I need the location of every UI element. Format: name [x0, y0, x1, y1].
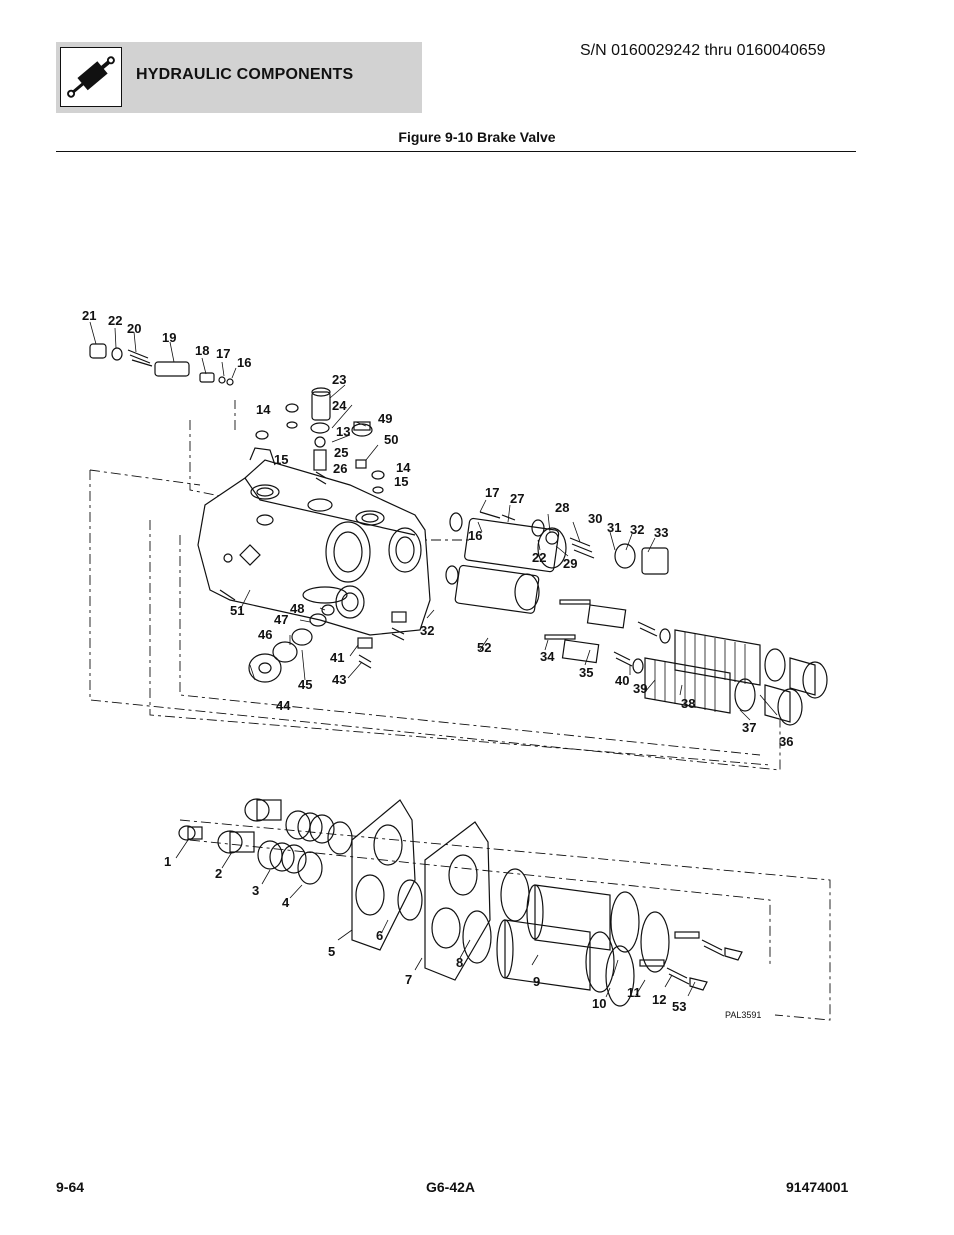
- callout-14b: 14: [396, 460, 411, 475]
- callout-2: 2: [215, 866, 222, 881]
- callout-1: 1: [164, 854, 171, 869]
- callout-32b: 32: [420, 623, 434, 638]
- callout-22b: 22: [532, 550, 546, 565]
- callout-32: 32: [630, 522, 644, 537]
- callout-46: 46: [258, 627, 272, 642]
- page-number: 9-64: [56, 1179, 85, 1195]
- callout-4: 4: [282, 895, 290, 910]
- callout-30: 30: [588, 511, 602, 526]
- callout-17b: 17: [485, 485, 499, 500]
- callout-52: 52: [477, 640, 491, 655]
- callout-5: 5: [328, 944, 335, 959]
- callout-41: 41: [330, 650, 344, 665]
- callout-28: 28: [555, 500, 569, 515]
- manual-part-number: 91474001: [786, 1179, 849, 1195]
- callout-50: 50: [384, 432, 398, 447]
- callout-29: 29: [563, 556, 577, 571]
- callout-3: 3: [252, 883, 259, 898]
- serial-number-range: S/N 0160029242 thru 0160040659: [580, 42, 826, 59]
- callout-43: 43: [332, 672, 346, 687]
- callout-44: 44: [276, 698, 291, 713]
- callout-17: 17: [216, 346, 230, 361]
- callout-45: 45: [298, 677, 312, 692]
- callout-11: 11: [627, 985, 641, 1000]
- callout-48: 48: [290, 601, 304, 616]
- callout-7: 7: [405, 972, 412, 987]
- callout-38: 38: [681, 696, 695, 711]
- callout-23: 23: [332, 372, 346, 387]
- section-title: HYDRAULIC COMPONENTS: [136, 66, 354, 83]
- model-number: G6-42A: [426, 1179, 476, 1195]
- callout-25: 25: [334, 445, 348, 460]
- callout-53: 53: [672, 999, 686, 1014]
- callout-47: 47: [274, 612, 288, 627]
- figure-title: Figure 9-10 Brake Valve: [398, 129, 556, 145]
- callout-15b: 15: [394, 474, 408, 489]
- callout-15: 15: [274, 452, 288, 467]
- header-divider: [56, 151, 856, 152]
- callout-8: 8: [456, 955, 463, 970]
- callout-51: 51: [230, 603, 244, 618]
- callout-39: 39: [633, 681, 647, 696]
- callout-12: 12: [652, 992, 666, 1007]
- callout-24: 24: [332, 398, 347, 413]
- callout-16b: 16: [468, 528, 482, 543]
- callout-34: 34: [540, 649, 555, 664]
- callout-35: 35: [579, 665, 593, 680]
- callout-21: 21: [82, 308, 96, 323]
- callout-14: 14: [256, 402, 271, 417]
- callout-37: 37: [742, 720, 756, 735]
- callout-36: 36: [779, 734, 793, 749]
- drawing-reference: PAL3591: [725, 1010, 761, 1020]
- section-header: HYDRAULIC COMPONENTS: [56, 42, 422, 113]
- callout-20: 20: [127, 321, 141, 336]
- callout-33: 33: [654, 525, 668, 540]
- callout-40: 40: [615, 673, 629, 688]
- callout-31: 31: [607, 520, 621, 535]
- callout-27: 27: [510, 491, 524, 506]
- brake-valve-exploded-diagram: 21 22 20 19 18 17 16 23 14 24 13 49 50 1…: [82, 308, 831, 1021]
- callout-26: 26: [333, 461, 347, 476]
- callout-13: 13: [336, 424, 350, 439]
- callout-18: 18: [195, 343, 209, 358]
- callout-22: 22: [108, 313, 122, 328]
- callout-10: 10: [592, 996, 606, 1011]
- callout-19: 19: [162, 330, 176, 345]
- callout-9: 9: [533, 974, 540, 989]
- callout-49: 49: [378, 411, 392, 426]
- callout-6: 6: [376, 928, 383, 943]
- callout-16: 16: [237, 355, 251, 370]
- hydraulic-cylinder-icon: [60, 47, 122, 107]
